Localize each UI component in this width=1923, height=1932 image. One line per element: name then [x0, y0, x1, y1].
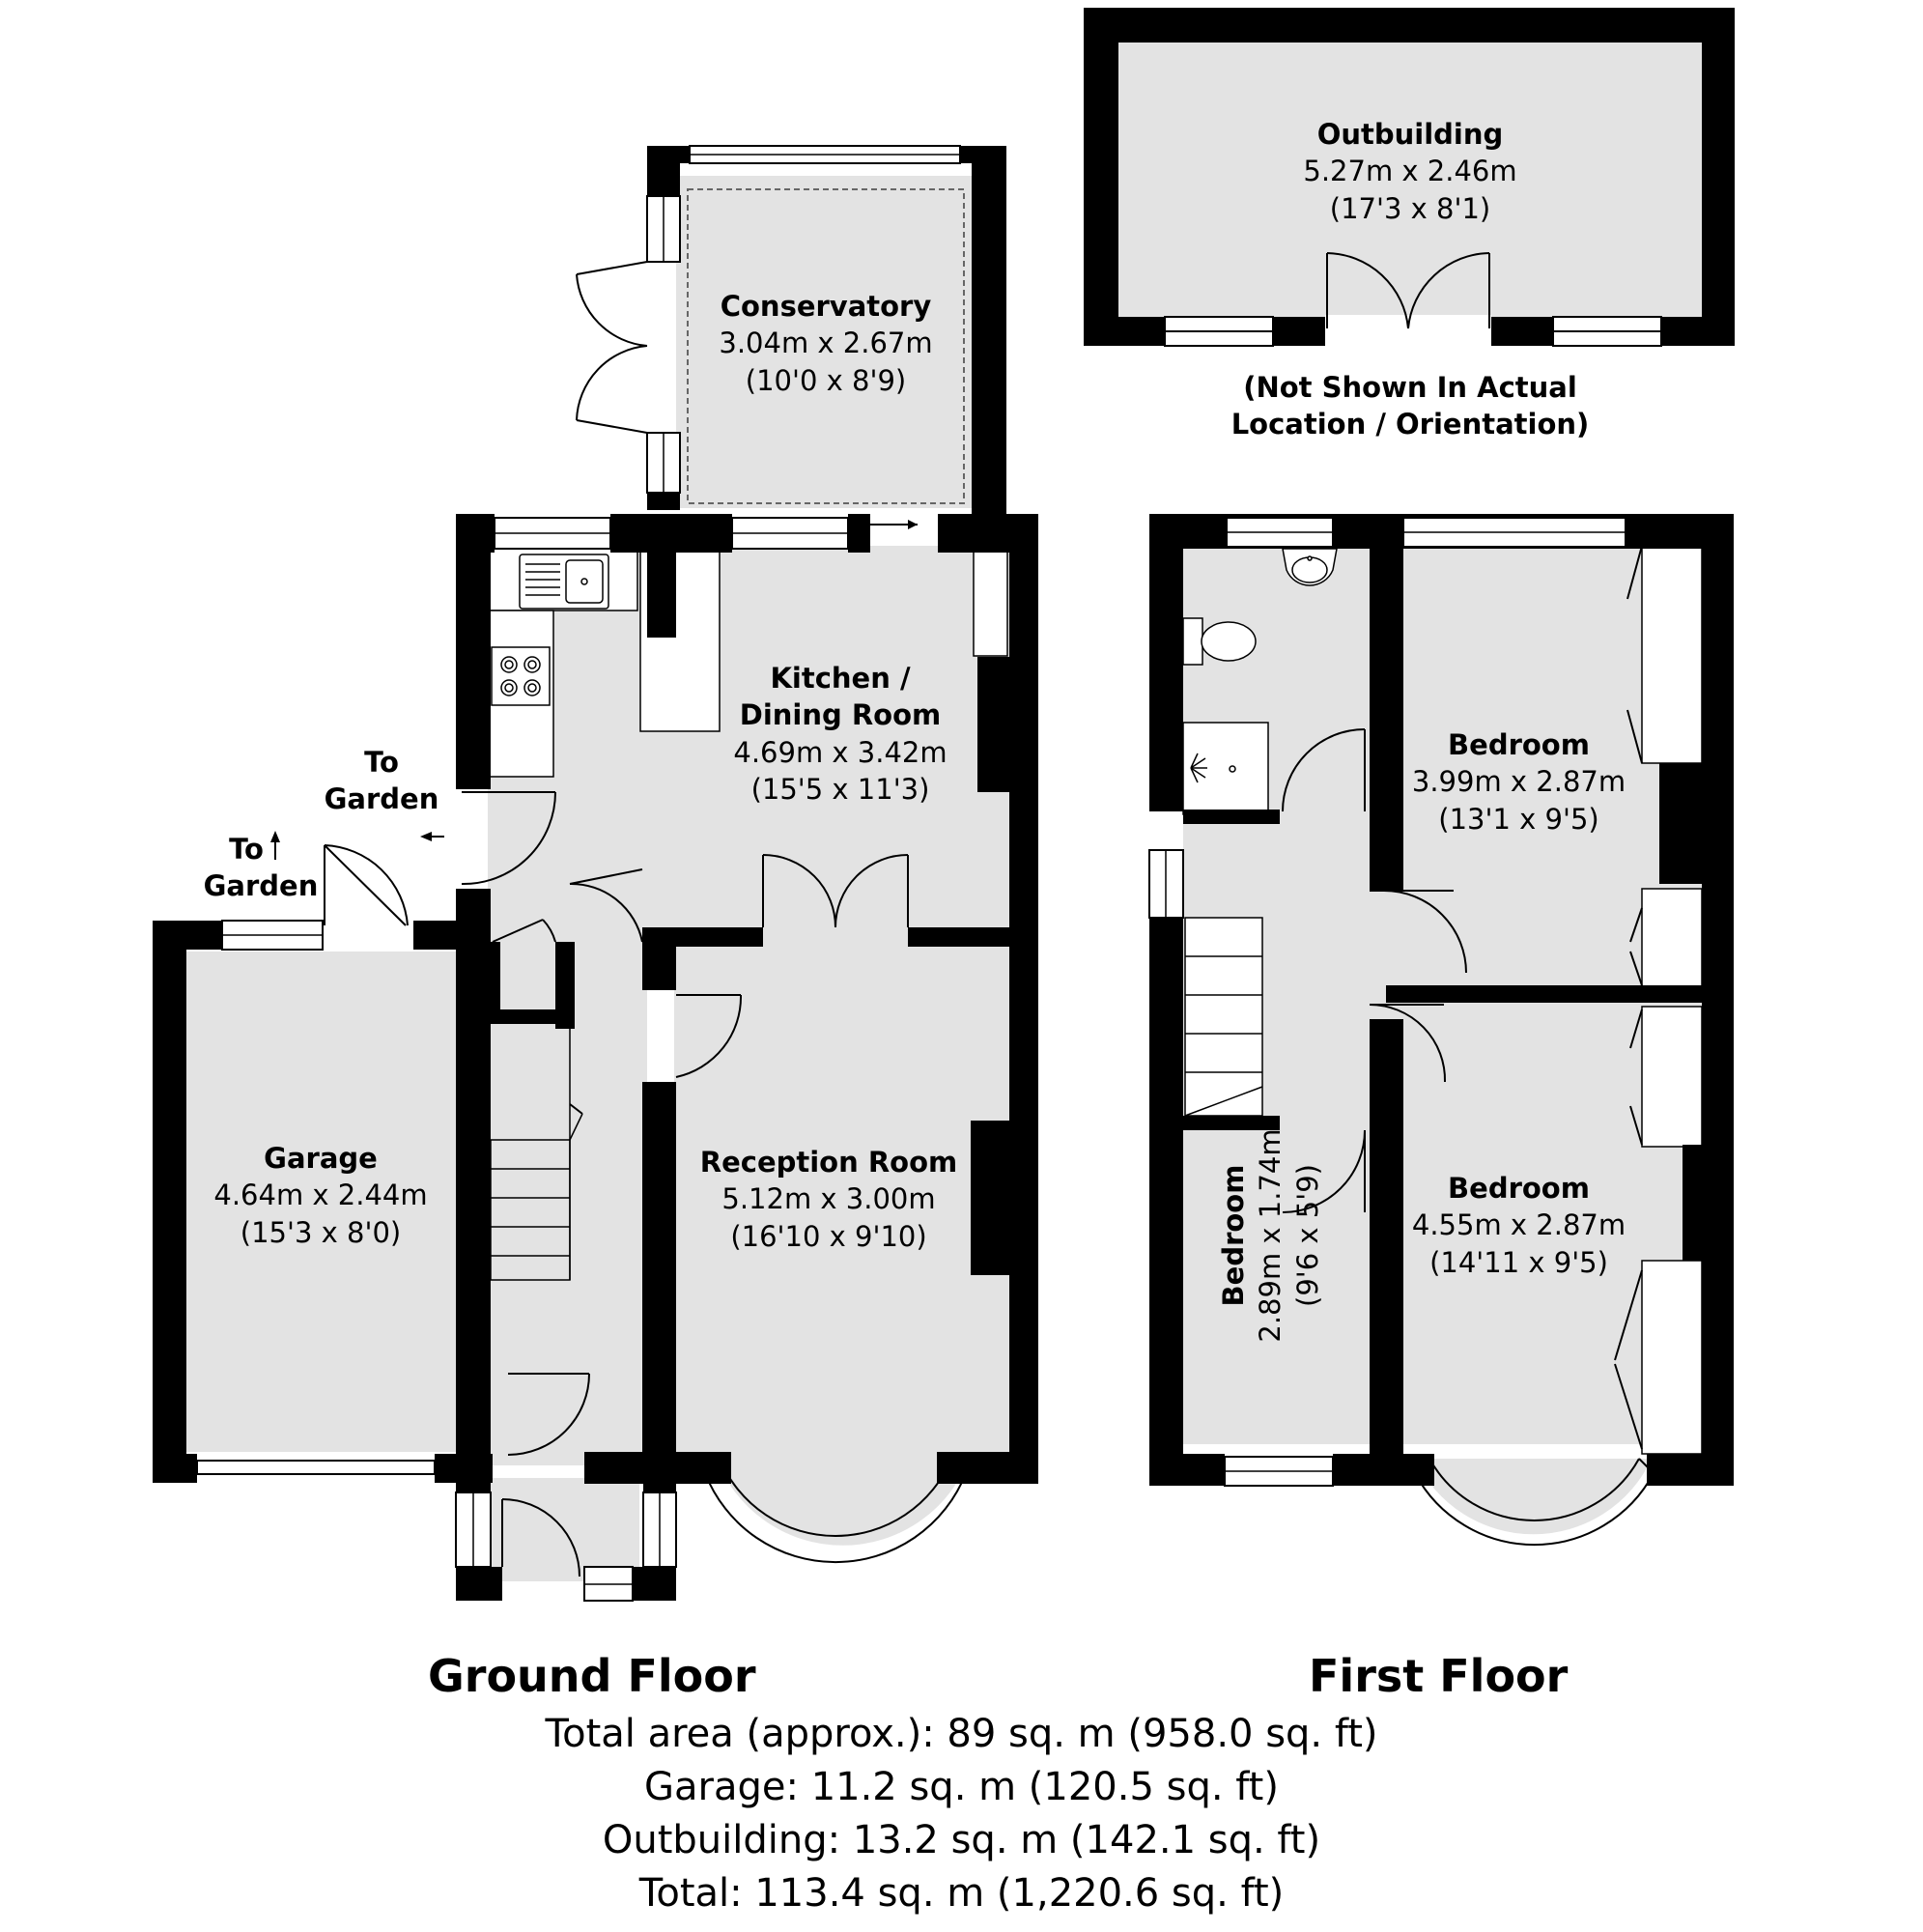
basin-icon	[1282, 548, 1338, 586]
bay-window-reception	[704, 1458, 967, 1564]
bedroom-front-metric: 4.55m x 2.87m	[1411, 1208, 1626, 1242]
kitchen-label: Kitchen / Dining Room 4.69m x 3.42m (15'…	[695, 660, 985, 808]
area-totals: Total area (approx.): 89 sq. m (958.0 sq…	[0, 1708, 1923, 1920]
bedroom-small-label: Bedroom 2.89m x 1.74m (9'6 x 5'9)	[1215, 1110, 1326, 1361]
kitchen-metric: 4.69m x 3.42m	[733, 735, 947, 769]
bedroom-small-metric: 2.89m x 1.74m	[1254, 1128, 1287, 1343]
outbuilding-area-text: Outbuilding: 13.2 sq. m (142.1 sq. ft)	[602, 1818, 1321, 1862]
kitchen-name-line1: Kitchen /	[770, 662, 911, 695]
reception-label: Reception Room 5.12m x 3.00m (16'10 x 9'…	[674, 1144, 983, 1255]
ground-floor-title: Ground Floor	[428, 1650, 756, 1702]
grand-total-text: Total: 113.4 sq. m (1,220.6 sq. ft)	[638, 1871, 1285, 1916]
outbuilding-metric: 5.27m x 2.46m	[1303, 155, 1517, 188]
conservatory-metric: 3.04m x 2.67m	[719, 327, 933, 360]
bedroom-rear-name: Bedroom	[1448, 728, 1590, 761]
ground-doors	[324, 261, 918, 1577]
garage-name: Garage	[264, 1142, 378, 1175]
total-area-text: Total area (approx.): 89 sq. m (958.0 sq…	[545, 1712, 1378, 1756]
reception-metric: 5.12m x 3.00m	[721, 1182, 936, 1216]
to-garden-kitchen-line2: Garden	[324, 782, 439, 816]
reception-name: Reception Room	[699, 1146, 958, 1179]
garage-label: Garage 4.64m x 2.44m (15'3 x 8'0)	[185, 1140, 456, 1251]
to-garden-kitchen-line1: To	[364, 746, 399, 779]
outbuilding-name: Outbuilding	[1316, 118, 1504, 151]
outbuilding-plan	[1084, 8, 1735, 348]
bedroom-small-name: Bedroom	[1217, 1164, 1250, 1307]
outbuilding-label: Outbuilding 5.27m x 2.46m (17'3 x 8'1)	[1217, 116, 1603, 227]
ground-stairs	[490, 1029, 583, 1281]
to-garden-garage-line2: Garden	[203, 869, 319, 903]
first-floor-plan	[1148, 514, 1734, 1546]
first-floor-doors	[1282, 545, 1643, 1450]
hob-icon	[491, 646, 551, 706]
kitchen-imperial: (15'5 x 11'3)	[750, 772, 930, 806]
garage-imperial: (15'3 x 8'0)	[240, 1215, 402, 1249]
outbuilding-location-note: (Not Shown In Actual Location / Orientat…	[1178, 369, 1642, 443]
bay-window-bedroom	[1414, 1458, 1654, 1546]
conservatory-imperial: (10'0 x 8'9)	[745, 363, 907, 397]
conservatory-label: Conservatory 3.04m x 2.67m (10'0 x 8'9)	[676, 288, 976, 399]
conservatory-name: Conservatory	[720, 290, 932, 323]
toilet-icon	[1182, 617, 1257, 666]
bedroom-front-imperial: (14'11 x 9'5)	[1429, 1245, 1608, 1279]
bedroom-rear-metric: 3.99m x 2.87m	[1411, 765, 1626, 799]
garage-metric: 4.64m x 2.44m	[213, 1179, 428, 1212]
outbuilding-note-line1: (Not Shown In Actual	[1243, 371, 1577, 404]
shower-icon	[1182, 722, 1269, 815]
bedroom-rear-label: Bedroom 3.99m x 2.87m (13'1 x 9'5)	[1381, 726, 1656, 838]
outbuilding-imperial: (17'3 x 8'1)	[1329, 191, 1491, 225]
bedroom-small-imperial: (9'6 x 5'9)	[1290, 1164, 1324, 1307]
outbuilding-note-line2: Location / Orientation)	[1230, 408, 1590, 441]
outbuilding-double-door	[1326, 252, 1490, 329]
kitchen-name-line2: Dining Room	[739, 698, 942, 732]
first-floor-stairs	[1184, 917, 1263, 1117]
reception-imperial: (16'10 x 9'10)	[730, 1219, 927, 1253]
to-garden-garage: To Garden	[188, 831, 333, 905]
bedroom-front-name: Bedroom	[1448, 1172, 1590, 1205]
to-garden-kitchen: To Garden	[309, 744, 454, 818]
bedroom-front-label: Bedroom 4.55m x 2.87m (14'11 x 9'5)	[1381, 1170, 1656, 1281]
first-floor-title: First Floor	[1309, 1650, 1569, 1702]
sink-icon	[519, 554, 609, 610]
garage-area-text: Garage: 11.2 sq. m (120.5 sq. ft)	[644, 1765, 1279, 1809]
ground-floor-plan	[153, 145, 1038, 1602]
bedroom-rear-imperial: (13'1 x 9'5)	[1438, 802, 1599, 836]
to-garden-garage-line1: To	[229, 833, 264, 866]
